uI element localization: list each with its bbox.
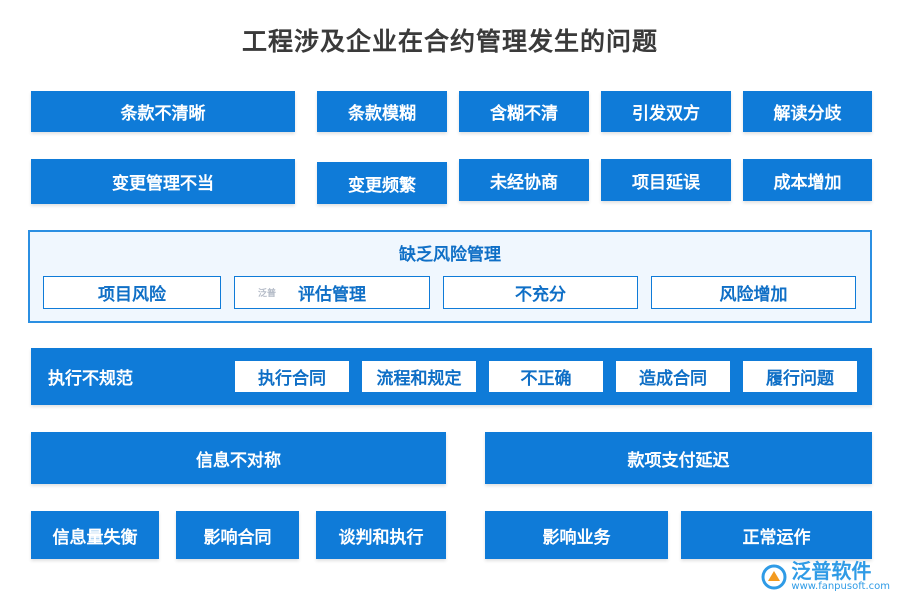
node-cause-contract: 造成合同: [616, 361, 730, 392]
node-assessment-management: 评估管理: [234, 276, 430, 309]
node-negotiation-execution: 谈判和执行: [316, 511, 446, 559]
node-payment-delay: 款项支付延迟: [485, 432, 872, 484]
node-cause-both-parties: 引发双方: [601, 91, 731, 132]
node-affect-business: 影响业务: [485, 511, 668, 559]
node-execute-contract: 执行合同: [235, 361, 349, 392]
node-info-imbalance: 信息量失衡: [31, 511, 159, 559]
node-affect-contract: 影响合同: [176, 511, 299, 559]
node-project-delay: 项目延误: [601, 159, 731, 201]
node-information-asymmetry: 信息不对称: [31, 432, 446, 484]
risk-panel-title: 缺乏风险管理: [399, 245, 501, 265]
node-interpretation-divergence: 解读分歧: [743, 91, 872, 132]
brand-logo: 泛普软件 www.fanpusoft.com: [761, 561, 890, 592]
brand-name: 泛普软件: [791, 559, 872, 583]
diagram-title: 工程涉及企业在合约管理发生的问题: [241, 27, 658, 56]
node-project-risk: 项目风险: [43, 276, 221, 309]
brand-logo-text: 泛普软件 www.fanpusoft.com: [791, 561, 890, 592]
brand-url: www.fanpusoft.com: [791, 581, 890, 592]
node-risk-increase: 风险增加: [651, 276, 856, 309]
node-insufficient: 不充分: [443, 276, 638, 309]
node-change-mismanagement: 变更管理不当: [31, 159, 295, 204]
node-cost-increase: 成本增加: [743, 159, 872, 201]
watermark-logo-small: 泛普: [258, 289, 277, 299]
brand-logo-icon: [761, 564, 787, 589]
node-irregular-execution: 执行不规范: [48, 369, 133, 389]
node-frequent-changes: 变更频繁: [317, 162, 447, 204]
node-normal-operation: 正常运作: [681, 511, 872, 559]
node-processes-rules: 流程和规定: [362, 361, 476, 392]
node-incorrect: 不正确: [489, 361, 603, 392]
node-no-negotiation: 未经协商: [459, 159, 589, 201]
node-ambiguous: 含糊不清: [459, 91, 589, 132]
node-performance-issues: 履行问题: [743, 361, 857, 392]
node-unclear-terms: 条款不清晰: [31, 91, 295, 132]
node-terms-vague: 条款模糊: [317, 91, 447, 132]
